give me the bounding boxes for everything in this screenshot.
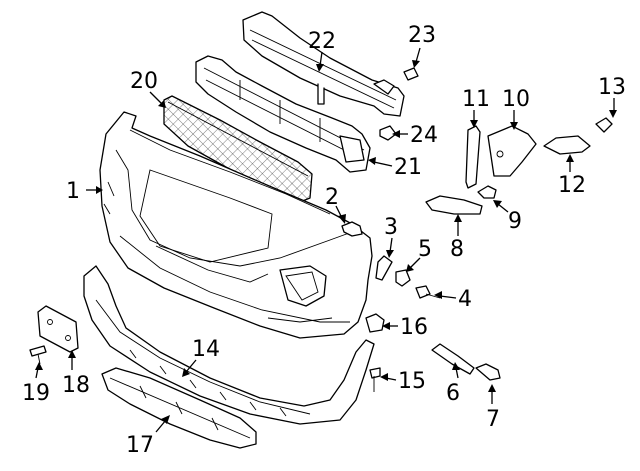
bolt-13 [595, 117, 613, 133]
screw-9 [477, 185, 497, 199]
clip-2 [341, 221, 363, 237]
bracket-3 [375, 255, 393, 281]
callout-3: 3 [384, 215, 398, 240]
screw-19 [29, 345, 47, 365]
callout-18: 18 [62, 373, 90, 398]
strip-11 [465, 125, 481, 189]
callout-8: 8 [450, 237, 464, 262]
callout-5: 5 [418, 237, 432, 262]
callout-7: 7 [486, 407, 500, 432]
skid-plate [101, 367, 257, 449]
grille-insert [163, 95, 313, 203]
callout-19: 19 [22, 381, 50, 406]
callout-9: 9 [508, 209, 522, 234]
bolt-4 [415, 285, 441, 299]
callout-15: 15 [398, 369, 426, 394]
callout-17: 17 [126, 433, 154, 458]
callout-20: 20 [130, 69, 158, 94]
callout-labels: 1 2 3 4 5 6 7 8 9 10 11 12 13 14 15 16 1… [22, 23, 626, 458]
callout-12: 12 [558, 173, 586, 198]
callout-10: 10 [502, 87, 530, 112]
bumper-cover [99, 111, 373, 339]
callout-24: 24 [410, 123, 438, 148]
callout-13: 13 [598, 75, 626, 100]
bracket-6 [431, 343, 475, 375]
energy-absorber [195, 55, 371, 173]
callout-2: 2 [325, 185, 339, 210]
screw-15 [369, 367, 381, 392]
callout-1: 1 [66, 179, 80, 204]
retainer-16 [365, 313, 385, 333]
bracket-8 [425, 195, 483, 215]
nut-5 [395, 269, 411, 287]
nut-24 [379, 125, 397, 141]
callout-21: 21 [394, 155, 422, 180]
callout-14: 14 [192, 337, 220, 362]
callout-6: 6 [446, 381, 460, 406]
callout-23: 23 [408, 23, 436, 48]
leader-lines [35, 47, 617, 433]
callout-16: 16 [400, 315, 428, 340]
license-bracket [37, 305, 79, 353]
callout-11: 11 [462, 87, 490, 112]
bolt-23 [403, 67, 419, 81]
bracket-10 [487, 125, 537, 177]
bracket-12 [543, 135, 591, 155]
screw-7 [475, 363, 501, 381]
callout-4: 4 [458, 287, 472, 312]
callout-22: 22 [308, 29, 336, 54]
